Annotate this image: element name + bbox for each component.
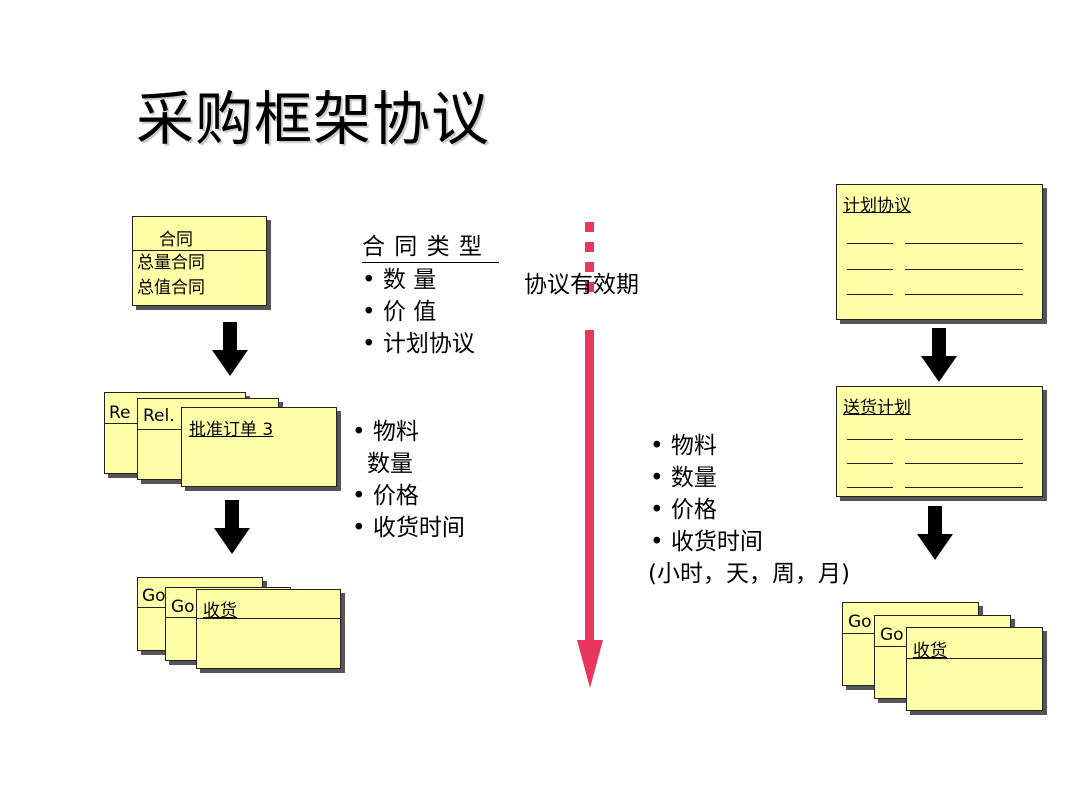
schedule-bullet: • 收货时间 — [650, 529, 763, 555]
arrow-down-icon — [921, 328, 957, 382]
release-bullets: • 物料 数量 • 价格 • 收货时间 — [352, 416, 465, 544]
page-title: 采购框架协议 — [136, 85, 491, 153]
validity-period-label: 协议有效期 — [524, 272, 639, 298]
release-box-front-label: 批准订单 3 — [189, 420, 274, 440]
delivery-schedule-box: 送货计划 — [836, 386, 1043, 497]
goods-box-back-label: Go — [142, 586, 166, 606]
release-box-back-label: Re — [109, 403, 131, 423]
contract-box-item: 总值合同 — [137, 278, 205, 298]
schedule-bullets: • 物料 • 数量 • 价格 • 收货时间 (小时，天，周，月) — [648, 430, 850, 590]
release-bullet: 数量 — [352, 448, 465, 480]
contract-type-item: • 数 量 — [362, 267, 437, 293]
release-bullet: • 收货时间 — [352, 515, 465, 541]
release-bullet-text: 数量 — [367, 451, 413, 477]
arrow-down-icon — [917, 506, 953, 560]
contract-type-item: • 价 值 — [362, 299, 437, 325]
scheduling-agreement-box: 计划协议 — [836, 184, 1043, 320]
release-bullet: • 物料 — [352, 419, 419, 445]
contract-types-list: • 数 量 • 价 值 • 计划协议 — [362, 264, 475, 360]
release-box-middle-label: Rel. — [143, 406, 175, 426]
arrow-down-icon — [212, 322, 248, 376]
goods-box-middle-label: Go — [880, 625, 904, 645]
schedule-bullet: • 物料 — [650, 433, 717, 459]
contract-type-item: • 计划协议 — [362, 331, 475, 357]
delivery-schedule-header: 送货计划 — [843, 398, 911, 418]
contract-types-heading: 合 同 类 型 — [362, 232, 499, 263]
schedule-bullet: • 价格 — [650, 497, 717, 523]
schedule-bullet: • 数量 — [650, 465, 717, 491]
contract-box-header: 合同 — [133, 217, 266, 251]
goods-box-front: 收货 — [196, 589, 341, 669]
goods-box-front-label: 收货 — [203, 601, 237, 621]
goods-box-front-label: 收货 — [913, 641, 947, 661]
schedule-bullet-note: (小时，天，周，月) — [648, 561, 850, 587]
goods-box-middle-label: Go — [171, 597, 195, 617]
scheduling-agreement-header: 计划协议 — [843, 196, 911, 216]
arrow-down-icon — [214, 500, 250, 554]
goods-box-front: 收货 — [906, 627, 1043, 711]
contract-box-item: 总量合同 — [137, 253, 205, 273]
release-box-front: 批准订单 3 — [181, 407, 337, 487]
release-bullet: • 价格 — [352, 483, 419, 509]
contract-box-header-label: 合同 — [159, 230, 193, 250]
goods-box-back-label: Go — [848, 612, 872, 632]
validity-period-arrow — [577, 222, 603, 688]
contract-box: 合同 总量合同 总值合同 — [132, 216, 267, 306]
